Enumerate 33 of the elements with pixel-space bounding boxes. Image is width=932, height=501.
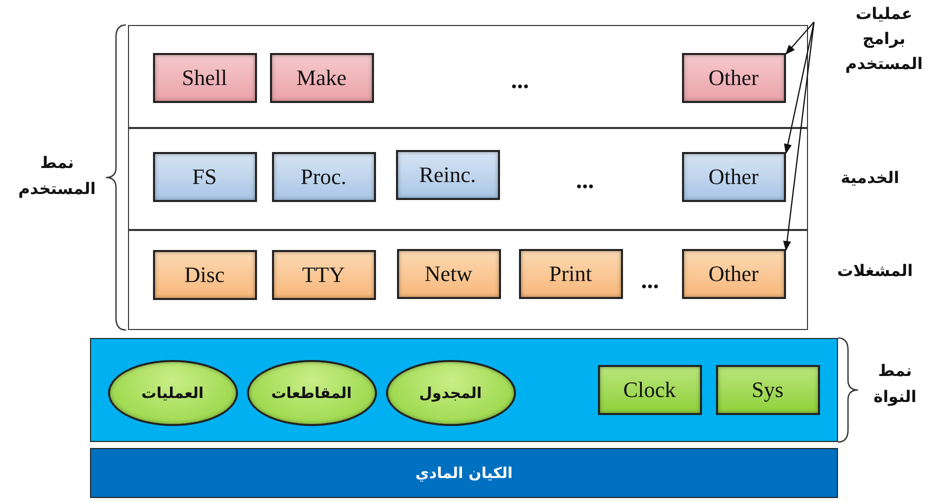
module-box: Disc: [152, 250, 256, 300]
module-box: Reinc.: [396, 150, 500, 200]
module-box: Clock: [598, 364, 702, 414]
arrow: [783, 22, 815, 251]
layer-band: [128, 128, 808, 230]
module-box: Proc.: [272, 152, 376, 202]
module-box: TTY: [272, 250, 376, 300]
layer-band: [128, 230, 808, 330]
component-ellipse: العمليات: [108, 360, 238, 426]
component-ellipse: المقاطعات: [246, 360, 376, 426]
arrow: [784, 22, 815, 154]
layer-band: [128, 25, 808, 128]
kernel-layer: [90, 338, 838, 442]
module-box: Sys: [716, 364, 820, 414]
module-box: Shell: [152, 52, 256, 102]
module-box: Other: [682, 52, 786, 102]
ellipsis: ...: [510, 67, 530, 96]
ellipsis: ...: [575, 167, 595, 196]
callout-text: عمليات برامج المستخدم: [844, 3, 924, 75]
module-box: Netw: [396, 248, 500, 298]
component-ellipse: المجدول: [386, 360, 516, 426]
arrow: [785, 22, 814, 55]
module-box: Print: [518, 248, 622, 298]
module-box: Make: [270, 52, 374, 102]
layer-label: المشغلات: [836, 260, 914, 282]
layer-label: نمط المستخدم: [17, 152, 97, 200]
module-box: FS: [152, 152, 256, 202]
ellipsis: ...: [640, 267, 660, 296]
layer-label: نمط النواة: [872, 360, 918, 408]
module-box: Other: [682, 152, 786, 202]
hardware-layer: الكيان المادي: [90, 448, 838, 498]
layer-label: الخدمية: [840, 167, 900, 189]
module-box: Other: [682, 248, 786, 298]
